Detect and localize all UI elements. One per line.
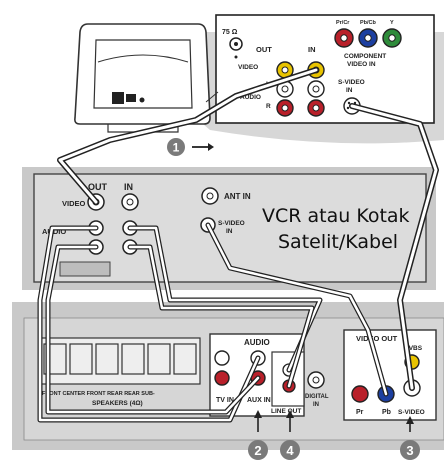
video-out-panel [343,329,437,421]
tv-ant-label: 75 Ω [222,29,238,36]
step-3-badge: 3 [400,440,420,460]
vcr-out-label: OUT [88,182,108,192]
tv-pb-label: Pb/Cb [360,20,377,26]
vcr-svideo-label-1: S-VIDEO [218,220,245,227]
tv-in-label: TV IN [216,397,234,404]
tv-in-label: IN [308,45,316,54]
aux-in-label: AUX IN [247,397,271,404]
vcr-caption-line-2: Satelit/Kabel [278,231,398,253]
vcr-in-label: IN [124,182,133,192]
vcr-group: OUT IN VIDEO AUDIO ANT IN S-VIDEO IN VCR… [22,167,436,290]
pr-jack [351,385,369,403]
cables [37,67,439,423]
step-1-number: 1 [173,141,180,155]
tv-audio-label: AUDIO [240,94,261,101]
vcr-audio-label: AUDIO [42,227,66,236]
line-out-label: LINE OUT [271,408,301,415]
tv-svideo-label-1: S-VIDEO [338,79,365,86]
step-2-badge: 2 [248,440,268,460]
tv-pr-label: Pr/Cr [336,20,350,26]
speaker-channel-labels: FRONT CENTER FRONT REAR REAR SUB- [42,391,155,397]
tv-svideo-label-2: IN [346,87,353,94]
tv-video-label: VIDEO [238,64,258,71]
cvbs-label: CVBS [404,345,423,352]
step-arrows [254,410,414,432]
step-3-number: 3 [406,443,413,458]
pr-label: Pr [356,409,364,416]
tv-back-group: 75 Ω OUT IN VIDEO L AUDIO R Pr/Cr Pb/Cb … [74,14,444,144]
video-out-label: VIDEO OUT [356,334,398,343]
tv-in-r-jack [214,370,230,386]
step-4-number: 4 [286,443,294,458]
tv-y-label: Y [390,20,394,26]
pb-label: Pb [382,409,391,416]
digital-in-label-1: DIGITAL [305,394,329,400]
audio-header-label: AUDIO [244,338,270,347]
tv-r-label: R [266,103,271,110]
vcr-svideo-label-2: IN [226,228,233,235]
step-1-badge: 1 [167,138,185,156]
svideo-out-label: S-VIDEO [398,409,425,416]
vcr-ant-in-label: ANT IN [224,192,251,201]
step-2-number: 2 [254,443,261,458]
tv-out-label: OUT [256,45,272,54]
tv-set-icon [74,23,211,133]
speaker-terminals [39,337,201,385]
tv-component-label-2: VIDEO IN [347,61,376,68]
vcr-caption-line-1: VCR atau Kotak [262,205,410,227]
speaker-caption: SPEAKERS (4Ω) [92,400,143,407]
step-4-badge: 4 [280,440,300,460]
tv-component-label-1: COMPONENT [344,53,386,60]
tv-in-l-jack [214,350,230,366]
vcr-video-label: VIDEO [62,199,86,208]
digital-in-label-2: IN [313,402,319,408]
